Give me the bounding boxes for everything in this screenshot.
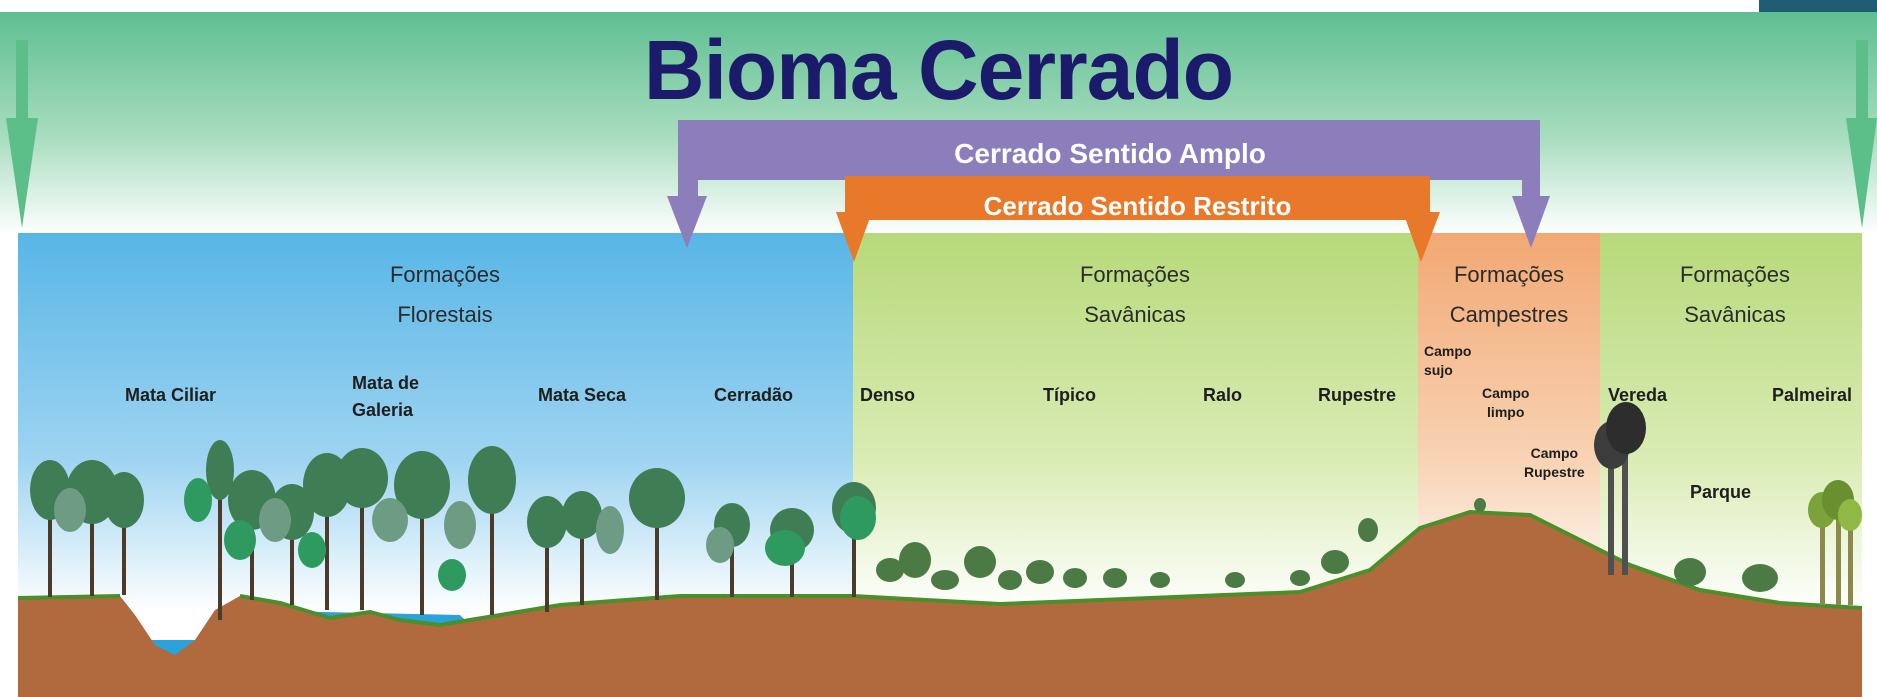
right-outer-arrow [1846,40,1877,228]
label-mata-galeria-line2: Galeria [352,400,414,420]
corner-tab [1759,0,1877,12]
restrito-bracket [836,176,1440,262]
label-campo-rupestre: Campo Rupestre [1524,444,1585,482]
left-outer-arrow [6,40,38,228]
group-savanicas-2-line1: Formações [1679,262,1791,287]
restrito-label: Cerrado Sentido Restrito [983,191,1292,221]
group-campestres: Formações Campestres [1418,255,1600,335]
group-campestres-line2: Campestres [1449,302,1569,327]
label-campo-sujo: Campo sujo [1424,342,1471,380]
label-ralo: Ralo [1203,385,1243,405]
label-tipico: Típico [1043,385,1096,405]
label-vereda: Vereda [1608,385,1668,405]
group-florestais-line2: Florestais [397,302,493,327]
amplo-bracket [667,120,1550,248]
label-palmeiral: Palmeiral [1772,385,1853,405]
label-campo-sujo-line2: sujo [1424,362,1453,378]
label-campo-rupestre-line1: Campo [1530,445,1579,461]
group-savanicas-line1: Formações [1079,262,1191,287]
group-savanicas: Formações Savânicas [1020,255,1250,335]
label-campo-rupestre-line2: Rupestre [1524,464,1585,480]
soil [18,512,1862,697]
label-campo-limpo-line1: Campo [1482,385,1530,401]
group-savanicas-2: Formações Savânicas [1620,255,1850,335]
label-campo-limpo-line2: limpo [1487,404,1525,420]
page-title: Bioma Cerrado [643,23,1234,117]
label-mata-ciliar: Mata Ciliar [125,385,217,405]
group-campestres-line1: Formações [1453,262,1565,287]
label-mata-seca: Mata Seca [538,385,627,405]
label-rupestre: Rupestre [1318,385,1397,405]
label-campo-sujo-line1: Campo [1424,343,1472,359]
label-mata-galeria-line1: Mata de [352,373,420,393]
group-savanicas-2-line2: Savânicas [1684,302,1786,327]
palm-trees [1594,402,1862,605]
label-denso: Denso [860,385,916,405]
group-florestais-line1: Formações [389,262,501,287]
group-florestais: Formações Florestais [330,255,560,335]
savanna-shrubs [876,498,1778,592]
label-cerradao: Cerradão [714,385,794,405]
amplo-label: Cerrado Sentido Amplo [954,138,1266,169]
label-mata-galeria: Mata de Galeria [352,370,419,424]
label-campo-limpo: Campo limpo [1482,384,1529,422]
forest-trees [30,440,876,620]
group-savanicas-line2: Savânicas [1084,302,1186,327]
ground-line [17,509,1863,628]
savanicas-zone [853,233,1418,613]
label-parque: Parque [1690,482,1752,502]
